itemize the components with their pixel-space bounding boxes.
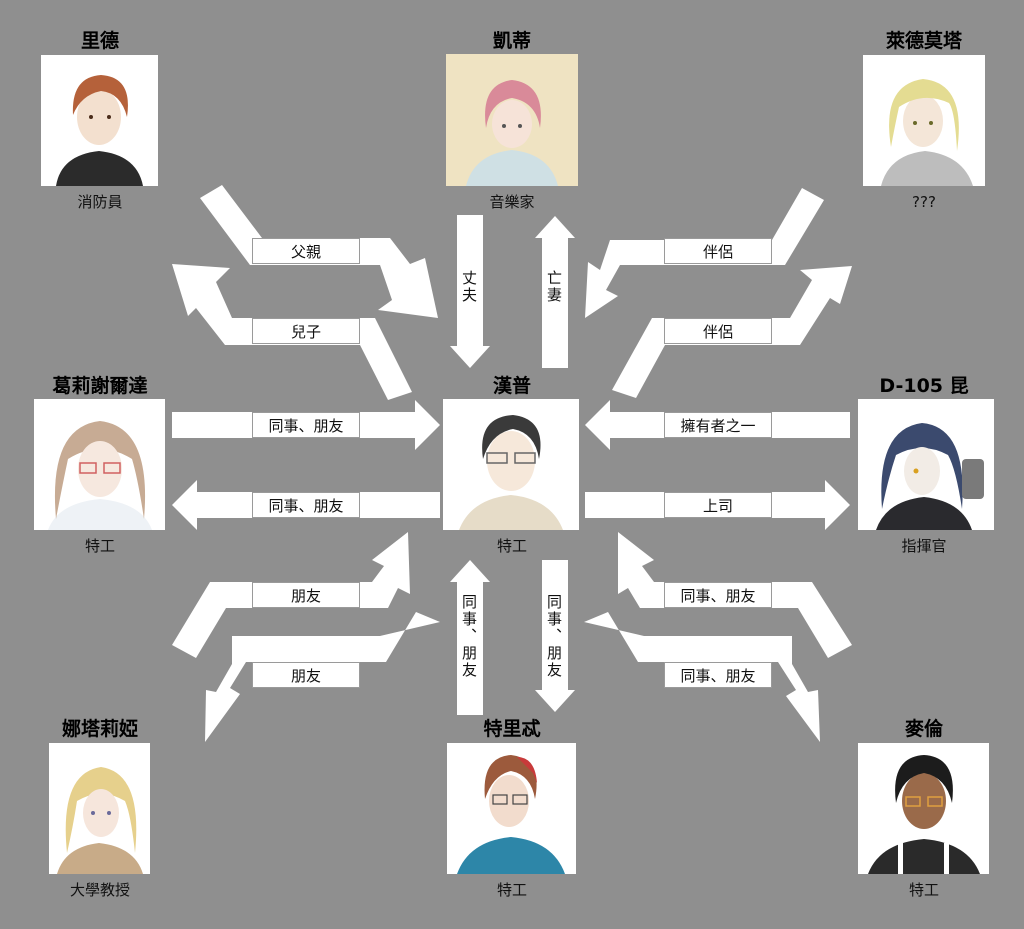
portrait-terishi (447, 743, 576, 874)
character-role-gelidas: 特工 (84, 537, 115, 555)
label-partner-in: 伴侶 (664, 238, 772, 264)
portrait-leiderta (863, 55, 985, 186)
character-role-terishi: 特工 (496, 881, 527, 899)
label-coworker-friend-mailun-out: 同事、朋友 (664, 662, 772, 688)
label-late-wife: 亡妻 (545, 270, 563, 304)
label-friend-in: 朋友 (252, 582, 360, 608)
character-name-reid: 里德 (80, 30, 119, 52)
label-coworker-friend-mailun-in: 同事、朋友 (664, 582, 772, 608)
label-father: 父親 (252, 238, 360, 264)
arrow-husband (450, 215, 490, 368)
character-name-kati: 凱蒂 (492, 30, 531, 52)
arrow-late-wife (535, 216, 575, 368)
label-friend-out: 朋友 (252, 662, 360, 688)
arrow-coworker-friend-terishi-out (535, 560, 575, 712)
portrait-natalia (49, 743, 150, 874)
character-role-d105: 指揮官 (901, 537, 947, 555)
character-name-gelidas: 葛莉謝爾達 (52, 375, 148, 397)
character-role-leiderta: ??? (912, 193, 936, 211)
label-son: 兒子 (252, 318, 360, 344)
character-name-leiderta: 萊德莫塔 (885, 30, 962, 52)
portrait-hanpu (443, 399, 579, 530)
label-boss: 上司 (664, 492, 772, 518)
label-husband: 丈夫 (460, 270, 478, 304)
character-name-d105: D-105 昆 (879, 375, 969, 397)
arrow-coworker-friend-mailun-out (584, 612, 820, 742)
label-coworker-friend-terishi-in: 同事、朋友 (460, 594, 478, 679)
character-role-kati: 音樂家 (489, 193, 535, 211)
portrait-mailun (858, 743, 989, 874)
arrow-friend-out (205, 612, 440, 742)
label-coworker-friend-terishi-out: 同事、朋友 (545, 594, 563, 679)
character-name-hanpu: 漢普 (492, 375, 531, 397)
label-coworker-friend-in: 同事、朋友 (252, 412, 360, 438)
label-owner: 擁有者之一 (664, 412, 772, 438)
character-name-terishi: 特里忒 (483, 718, 541, 740)
character-role-hanpu: 特工 (496, 537, 527, 555)
portrait-d105 (858, 399, 994, 530)
character-name-mailun: 麥倫 (904, 718, 943, 740)
label-coworker-friend-out: 同事、朋友 (252, 492, 360, 518)
portrait-reid (41, 55, 158, 186)
arrow-coworker-friend-terishi-in (450, 560, 490, 715)
portrait-kati (446, 54, 578, 186)
character-role-reid: 消防員 (77, 193, 123, 211)
label-partner-out: 伴侶 (664, 318, 772, 344)
character-name-natalia: 娜塔莉婭 (61, 718, 138, 740)
character-role-mailun: 特工 (908, 881, 939, 899)
character-role-natalia: 大學教授 (69, 881, 130, 899)
portrait-gelidas (34, 399, 165, 530)
